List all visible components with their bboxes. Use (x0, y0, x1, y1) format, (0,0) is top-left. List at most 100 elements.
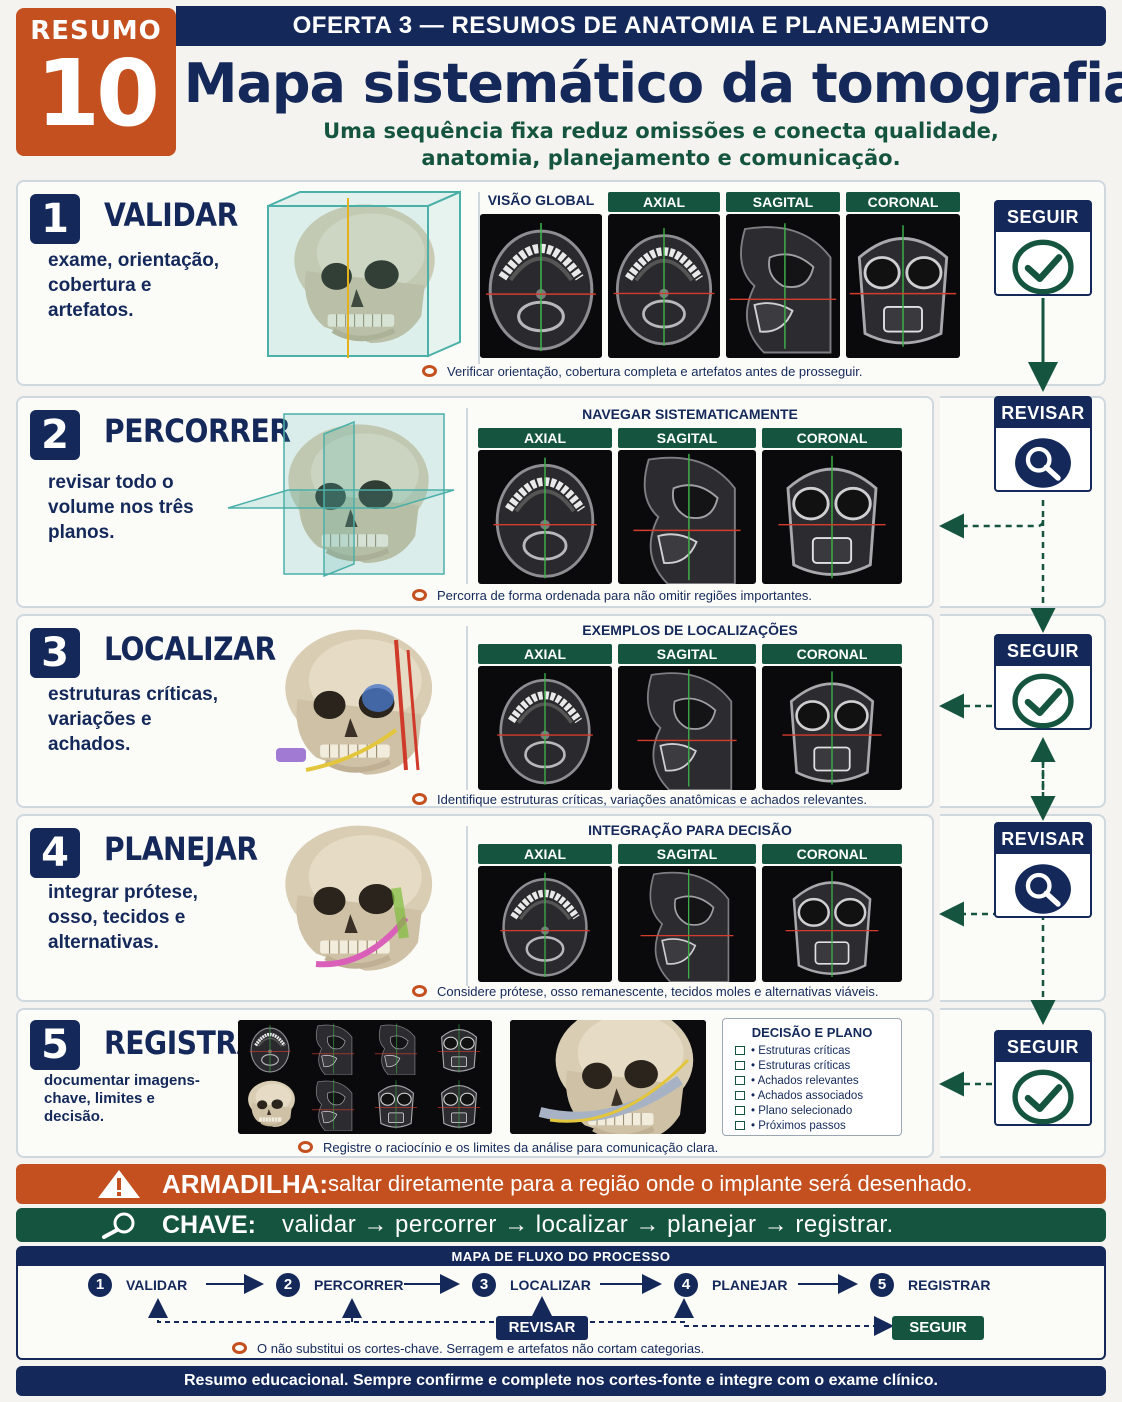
ct-axial-view[interactable] (478, 666, 612, 790)
offer-banner: OFERTA 3 — RESUMOS DE ANATOMIA E PLANEJA… (176, 6, 1106, 46)
skull-structures-illustration (276, 620, 460, 788)
ct-sagittal-view[interactable] (726, 214, 840, 358)
step-number: 3 (30, 628, 80, 678)
follow-action-3[interactable]: SEGUIR (994, 1030, 1092, 1126)
magnifier-icon (102, 1212, 135, 1239)
decision-item[interactable]: • Plano selecionado (735, 1104, 901, 1119)
step-note: Considere prótese, osso remanescente, te… (412, 984, 879, 999)
ct-sagittal-view[interactable] (618, 866, 756, 982)
note-ring-icon (412, 985, 427, 997)
flow-follow-button[interactable]: SEGUIR (892, 1316, 984, 1340)
ct-sagittal-view[interactable] (618, 450, 756, 584)
note-ring-icon (412, 589, 427, 601)
view-label: AXIAL (478, 844, 612, 864)
ct-coronal-view[interactable] (762, 450, 902, 584)
view-label: SAGITAL (618, 844, 756, 864)
step-4-panel: 4 PLANEJAR integrar prótese, osso, tecid… (16, 814, 934, 1002)
view-label: AXIAL (478, 644, 612, 664)
check-circle-icon (1006, 1068, 1080, 1126)
step-number: 2 (30, 410, 80, 460)
trap-text: saltar diretamente para a região onde o … (328, 1171, 973, 1196)
view-label: VISÃO GLOBAL (487, 192, 595, 208)
decision-item[interactable]: • Estruturas críticas (735, 1044, 901, 1059)
note-ring-icon (412, 793, 427, 805)
review-action-2[interactable]: REVISAR (994, 822, 1092, 918)
view-label: AXIAL (608, 192, 720, 212)
ct-coronal-view[interactable] (762, 666, 902, 790)
step-number: 1 (30, 194, 80, 244)
follow-label: SEGUIR (996, 1032, 1090, 1062)
badge-label: RESUMO (30, 16, 162, 46)
key-images-grid[interactable] (238, 1020, 492, 1134)
flow-arrows (148, 1274, 894, 1336)
view-label: SAGITAL (618, 428, 756, 448)
step-number: 5 (30, 1020, 80, 1070)
checkbox-icon[interactable] (735, 1046, 745, 1055)
step-3-panel: 3 LOCALIZAR estruturas críticas, variaçõ… (16, 614, 934, 808)
checkbox-icon[interactable] (735, 1106, 745, 1115)
magnifier-icon (1006, 860, 1080, 918)
flow-review-button[interactable]: REVISAR (496, 1316, 588, 1340)
follow-action-1[interactable]: SEGUIR (994, 200, 1092, 296)
step-description: revisar todo o volume nos três planos. (48, 472, 194, 543)
key-banner: CHAVE: validar → percorrer → localizar →… (16, 1208, 1106, 1242)
view-label: SAGITAL (618, 644, 756, 664)
ct-axial-view[interactable] (608, 214, 720, 358)
checkbox-icon[interactable] (735, 1121, 745, 1130)
check-circle-icon (1006, 238, 1080, 296)
ct-coronal-view[interactable] (762, 866, 902, 982)
badge-number: 10 (35, 40, 160, 147)
review-action-1[interactable]: REVISAR (994, 396, 1092, 492)
page-title: Mapa sistemático da tomografia (183, 52, 1122, 115)
page-subtitle: Uma sequência fixa reduz omissões e cone… (176, 118, 1122, 172)
step-2-panel: 2 PERCORRER revisar todo o volume nos tr… (16, 396, 934, 608)
ct-axial-view[interactable] (478, 866, 612, 982)
check-circle-icon (1006, 672, 1080, 730)
implant-plan-render[interactable] (510, 1020, 706, 1134)
step-note: Verificar orientação, cobertura completa… (422, 364, 863, 379)
step-description: documentar imagens-chave, limites e deci… (44, 1072, 200, 1125)
decision-title: DECISÃO E PLANO (751, 1025, 873, 1040)
checkbox-icon[interactable] (735, 1091, 745, 1100)
view-label: CORONAL (846, 192, 960, 212)
skull-volume-illustration (267, 190, 461, 358)
magnifier-icon (1006, 434, 1080, 492)
decision-item[interactable]: • Próximos passos (735, 1119, 901, 1134)
decision-item[interactable]: • Achados relevantes (735, 1074, 901, 1089)
view-label: CORONAL (762, 644, 902, 664)
step-note: Percorra de forma ordenada para não omit… (412, 588, 812, 603)
view-label: CORONAL (762, 844, 902, 864)
key-label: CHAVE: (162, 1211, 256, 1239)
step-1-panel: 1 VALIDAR exame, orientação, cobertura e… (16, 180, 1106, 386)
follow-action-2[interactable]: SEGUIR (994, 634, 1092, 730)
step-number: 4 (30, 828, 80, 878)
view-label: CORONAL (762, 428, 902, 448)
ct-sagittal-view[interactable] (618, 666, 756, 790)
trap-banner: ARMADILHA: saltar diretamente para a reg… (16, 1164, 1106, 1204)
subtitle-line-2: anatomia, planejamento e comunicação. (421, 146, 901, 170)
step-description: exame, orientação, cobertura e artefatos… (48, 250, 220, 321)
note-ring-icon (298, 1141, 313, 1153)
follow-label: SEGUIR (996, 202, 1090, 232)
decision-item[interactable]: • Estruturas críticas (735, 1059, 901, 1074)
step-description: integrar prótese, osso, tecidos e altern… (48, 882, 198, 953)
checkbox-icon[interactable] (735, 1076, 745, 1085)
flow-title: MAPA DE FLUXO DO PROCESSO (18, 1248, 1104, 1266)
step-name: VALIDAR (104, 196, 238, 234)
step-note: Registre o raciocínio e os limites da an… (298, 1140, 718, 1155)
checkbox-icon[interactable] (735, 1061, 745, 1070)
summary-badge: RESUMO 10 (16, 8, 176, 156)
ct-global-view[interactable] (480, 214, 602, 358)
review-label: REVISAR (996, 824, 1090, 854)
ct-coronal-view[interactable] (846, 214, 960, 358)
images-title: INTEGRAÇÃO PARA DECISÃO (588, 822, 792, 838)
decision-plan-box: DECISÃO E PLANO • Estruturas críticas • … (722, 1018, 902, 1136)
ct-axial-view[interactable] (478, 450, 612, 584)
decision-item[interactable]: • Achados associados (735, 1089, 901, 1104)
step-name: PLANEJAR (104, 830, 258, 868)
